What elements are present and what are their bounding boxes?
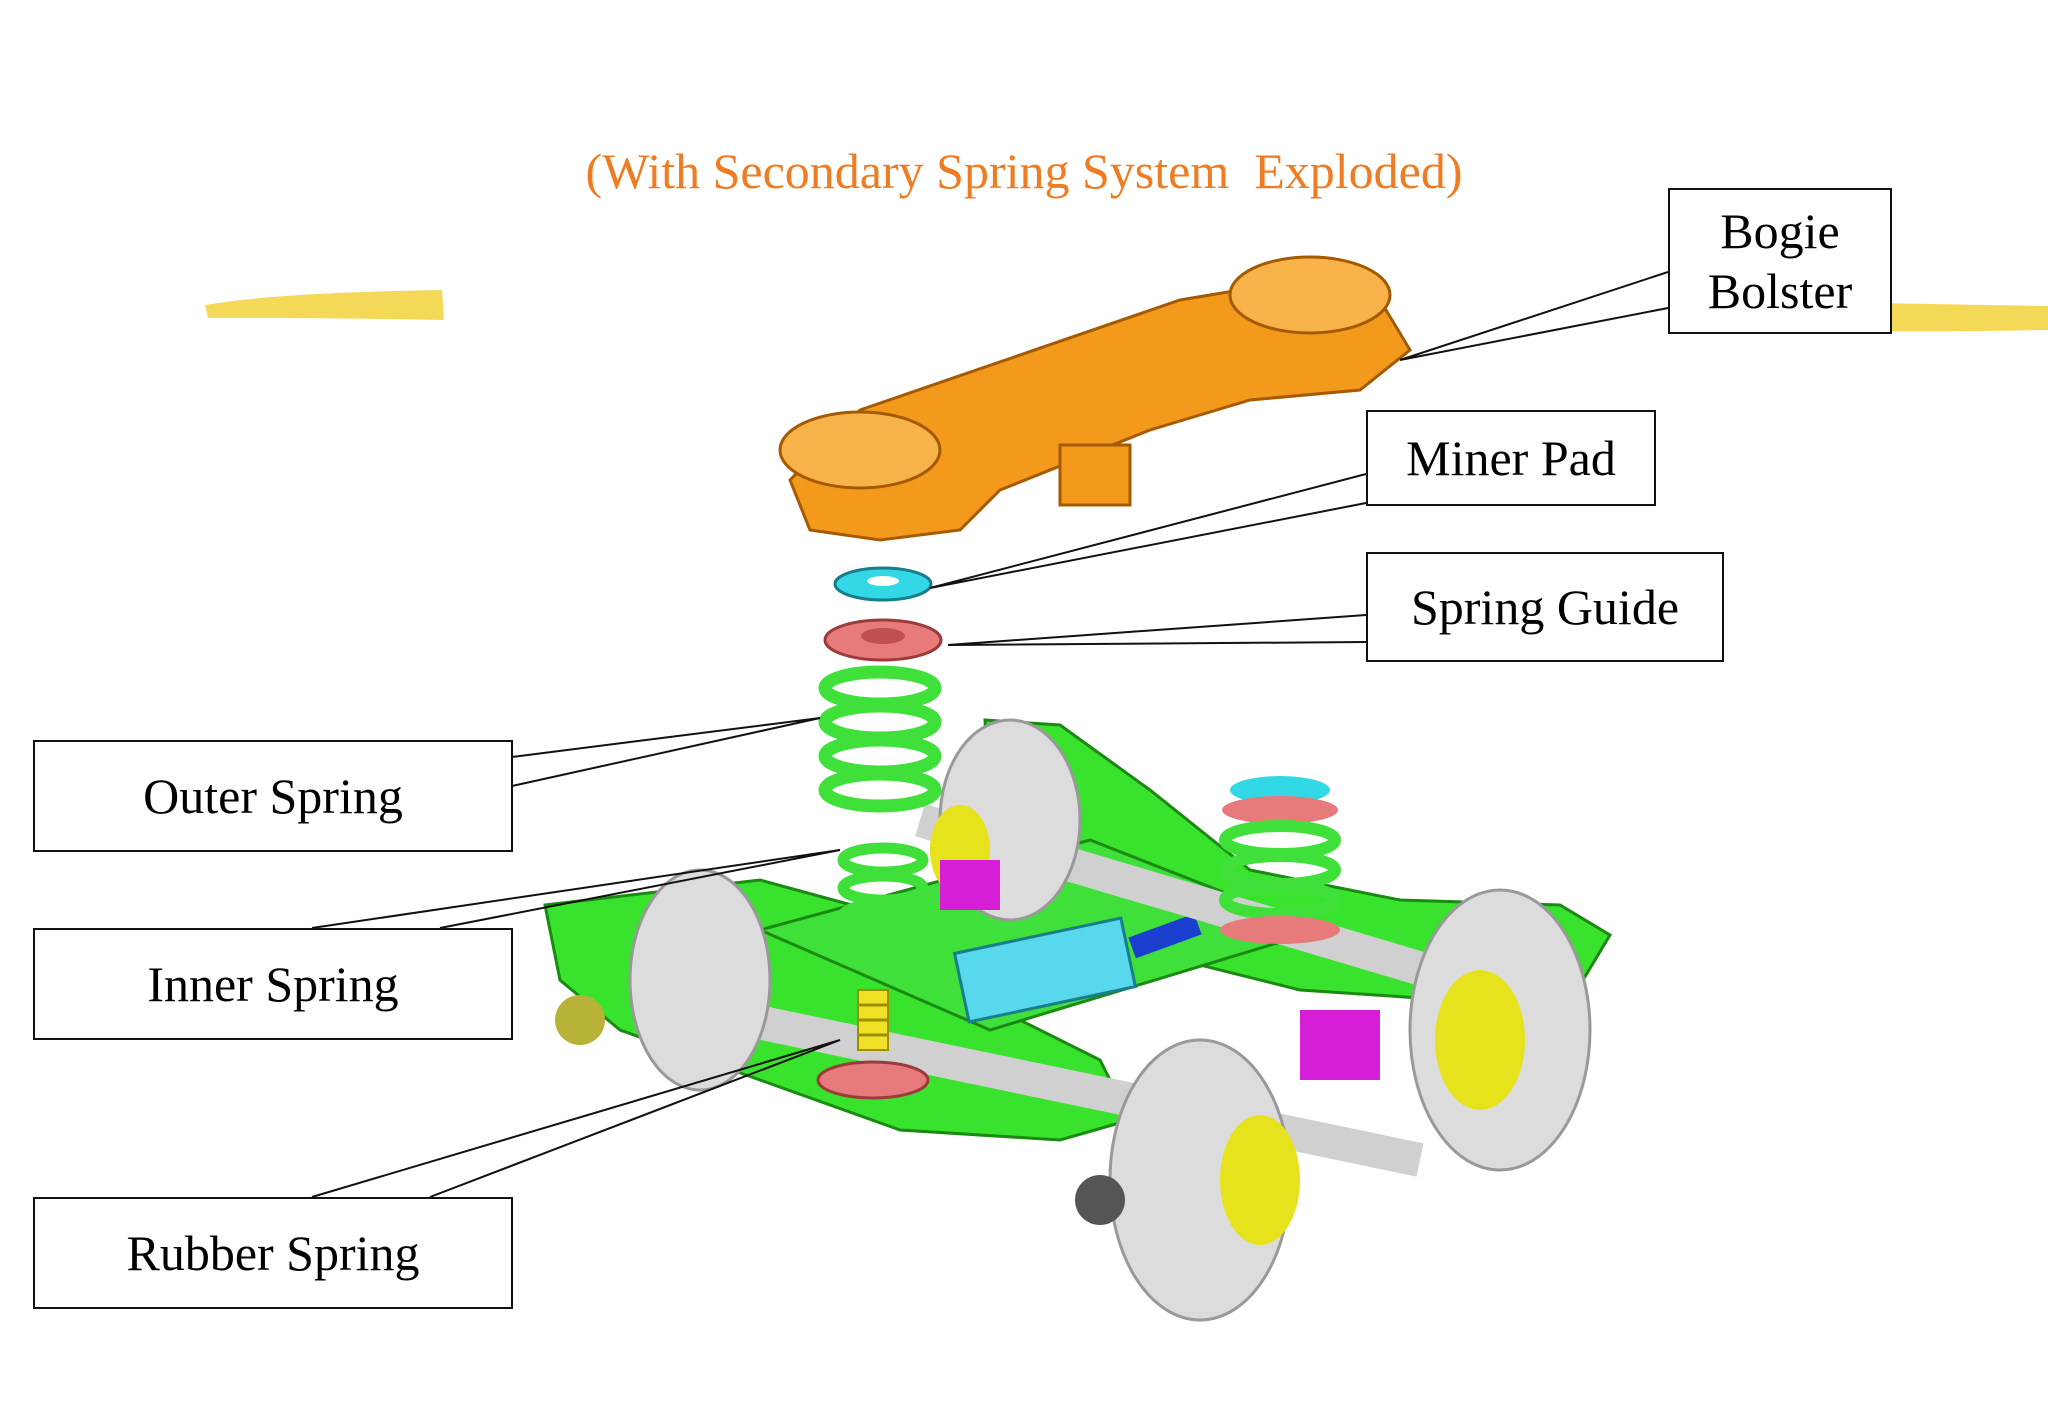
callout-outer-spring-label: Outer Spring: [143, 768, 403, 824]
brake-unit-left: [940, 860, 1000, 910]
brush-stroke-left: [205, 290, 444, 320]
callout-rubber-spring: Rubber Spring: [33, 1197, 513, 1309]
bolster-pad-right: [1228, 255, 1392, 335]
callout-rubber-spring-label: Rubber Spring: [126, 1225, 420, 1281]
mounted-secondary-spring: [1219, 776, 1341, 944]
callout-miner-pad: Miner Pad: [1366, 410, 1656, 506]
bolster-pad-left: [778, 410, 942, 490]
center-pivot-block: [952, 916, 1138, 1024]
leader-bogie-bolster: [1399, 271, 1669, 361]
inner-spring-part: [837, 842, 929, 962]
rubber-spring-part: [816, 989, 930, 1100]
bolster-beam: [788, 278, 1412, 542]
leader-spring-guide: [947, 614, 1367, 646]
leader-outer-spring: [511, 717, 821, 787]
callout-spring-guide-label: Spring Guide: [1410, 579, 1680, 635]
diagram-title: (With Secondary Spring System Exploded): [585, 143, 1463, 199]
axlebox-front: [1075, 1175, 1125, 1225]
leader-miner-pad: [929, 473, 1367, 589]
callout-outer-spring: Outer Spring: [33, 740, 513, 852]
wheelsets: [555, 718, 1592, 1322]
rear-axle: [696, 993, 1424, 1177]
exploded-spring-stack: [816, 566, 943, 1100]
callout-inner-spring: Inner Spring: [33, 928, 513, 1040]
axlebox-left: [555, 995, 605, 1045]
bolster-bracket: [1058, 443, 1132, 507]
leader-rubber-spring: [311, 1039, 841, 1198]
hub-front-right: [1435, 970, 1525, 1110]
callout-bogie-bolster: Bogie Bolster: [1668, 188, 1892, 334]
brake-unit-right: [1300, 1010, 1380, 1080]
callout-miner-pad-label: Miner Pad: [1406, 430, 1616, 486]
bogie-bolster: [778, 255, 1412, 542]
leader-inner-spring: [311, 849, 841, 929]
callout-bogie-bolster-label: Bogie Bolster: [1707, 203, 1853, 319]
wheel-rear-left: [628, 868, 772, 1092]
outer-spring-part: [818, 665, 942, 813]
callout-inner-spring-label: Inner Spring: [147, 956, 399, 1012]
traction-rod: [1128, 913, 1202, 959]
callout-spring-guide: Spring Guide: [1366, 552, 1724, 662]
hub-rear-right: [1220, 1115, 1300, 1245]
leader-lines: [311, 271, 1669, 1198]
